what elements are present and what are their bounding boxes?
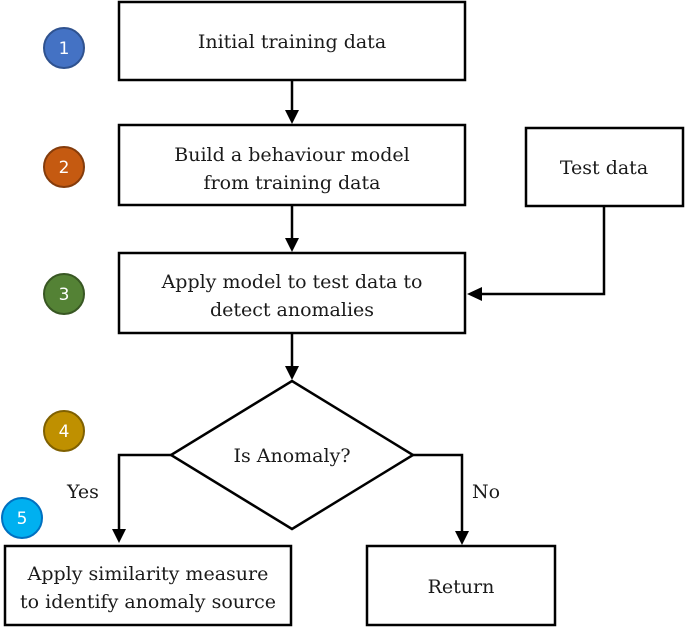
step-badge-4: 4 [43, 410, 85, 452]
return-label: Return [428, 576, 495, 598]
badge-number-3: 3 [59, 285, 70, 305]
arrow-yes-branch [117, 453, 171, 531]
badge-number-5: 5 [17, 509, 28, 529]
arrowhead-no-branch [455, 531, 469, 545]
step-badge-5: 5 [1, 497, 43, 539]
arrowhead-test-to-apply [467, 287, 482, 301]
step-badge-3: 3 [43, 273, 85, 315]
arrow-no-branch [413, 453, 464, 533]
initial-training-label: Initial training data [198, 31, 386, 53]
badge-circle-2 [43, 146, 85, 188]
apply-model-label-line1: Apply model to test data to [161, 271, 423, 293]
yes-label: Yes [66, 481, 99, 503]
badge-number-2: 2 [59, 158, 70, 178]
arrowhead-build-to-apply [285, 238, 299, 252]
return-box [365, 544, 557, 627]
step-badge-2: 2 [43, 146, 85, 188]
badge-circle-4 [43, 410, 85, 452]
build-model-label-line2: from training data [204, 172, 381, 194]
badge-number-4: 4 [59, 422, 70, 442]
test-data-label: Test data [560, 157, 648, 179]
build-model-label-line1: Build a behaviour model [174, 144, 409, 166]
badge-circle-1 [43, 27, 85, 69]
apply-model-label-line2: detect anomalies [210, 299, 374, 321]
apply-model-box [117, 251, 467, 335]
arrowhead-yes-branch [112, 529, 126, 543]
decision-label: Is Anomaly? [233, 445, 350, 467]
no-label: No [472, 481, 500, 503]
similarity-label-line2: to identify anomaly source [20, 591, 276, 613]
arrowhead-initial-to-build [285, 110, 299, 124]
badge-number-1: 1 [59, 39, 70, 59]
initial-training-box [117, 0, 467, 82]
step-badge-1: 1 [43, 27, 85, 69]
similarity-box [3, 544, 293, 627]
similarity-label-line1: Apply similarity measure [27, 563, 269, 585]
arrowhead-apply-to-decision [285, 366, 299, 380]
arrow-test-to-apply [480, 206, 606, 296]
badge-circle-3 [43, 273, 85, 315]
decision-diamond [168, 379, 416, 531]
badge-circle-5 [1, 497, 43, 539]
